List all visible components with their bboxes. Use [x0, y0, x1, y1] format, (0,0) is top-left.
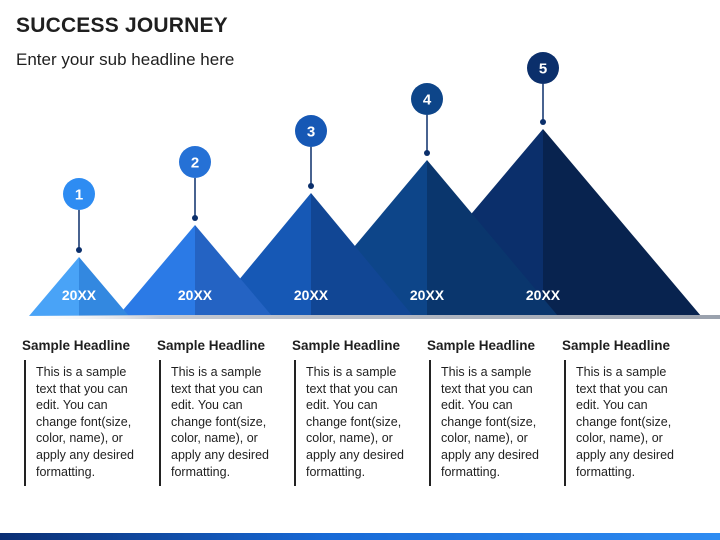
step-marker-4: 4 — [411, 83, 443, 156]
step-headline-3: Sample Headline — [292, 338, 401, 353]
step-headline-1: Sample Headline — [22, 338, 131, 353]
year-label-3: 20XX — [294, 287, 329, 303]
step-card-1: Sample Headline This is a sample text th… — [22, 338, 146, 486]
year-label-4: 20XX — [410, 287, 445, 303]
step-marker-3: 3 — [295, 115, 327, 189]
step-number-2: 2 — [191, 155, 199, 172]
step-headline-4: Sample Headline — [427, 338, 536, 353]
step-card-3: Sample Headline This is a sample text th… — [292, 338, 416, 486]
step-headline-5: Sample Headline — [562, 338, 671, 353]
step-text-1: This is a sample text that you can edit.… — [24, 360, 146, 486]
step-text-3: This is a sample text that you can edit.… — [294, 360, 416, 486]
step-number-1: 1 — [75, 187, 83, 204]
step-number-4: 4 — [423, 92, 432, 109]
step-text-2: This is a sample text that you can edit.… — [159, 360, 281, 486]
step-marker-5: 5 — [527, 52, 559, 125]
step-card-5: Sample Headline This is a sample text th… — [562, 338, 686, 486]
year-label-2: 20XX — [178, 287, 213, 303]
step-card-4: Sample Headline This is a sample text th… — [427, 338, 551, 486]
step-marker-1: 1 — [63, 178, 95, 253]
mountain-step-2 — [118, 225, 272, 316]
step-text-4: This is a sample text that you can edit.… — [429, 360, 551, 486]
footer-accent-bar — [0, 533, 720, 540]
step-number-3: 3 — [307, 124, 315, 141]
mountain-step-1 — [29, 257, 129, 316]
slide-title: SUCCESS JOURNEY — [16, 14, 228, 37]
slide-subtitle: Enter your sub headline here — [16, 50, 235, 69]
year-label-1: 20XX — [62, 287, 97, 303]
ground-line — [20, 315, 720, 319]
step-number-5: 5 — [539, 61, 547, 78]
step-card-2: Sample Headline This is a sample text th… — [157, 338, 281, 486]
step-headline-2: Sample Headline — [157, 338, 266, 353]
step-text-5: This is a sample text that you can edit.… — [564, 360, 686, 486]
step-marker-2: 2 — [179, 146, 211, 221]
year-label-5: 20XX — [526, 287, 561, 303]
